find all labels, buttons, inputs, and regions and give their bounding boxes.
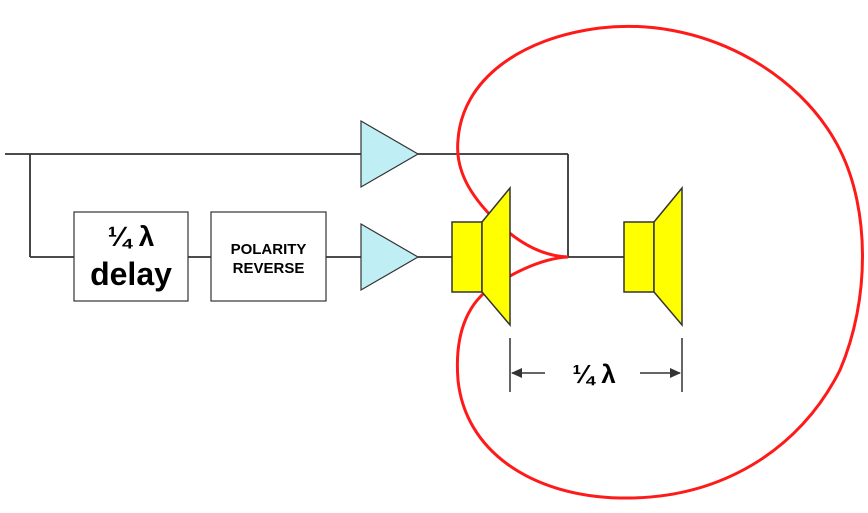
polarity-reverse-box	[210, 211, 327, 302]
reverse-label: REVERSE	[233, 260, 305, 277]
front-speaker-magnet	[623, 221, 655, 293]
polarity-label: POLARITY	[231, 241, 307, 258]
signal-wiring	[5, 153, 624, 258]
front-speaker-cone	[653, 185, 683, 328]
front-speaker	[623, 185, 683, 328]
rear-speaker-cone	[481, 185, 511, 328]
cardioid-polar-pattern	[455, 24, 864, 500]
spacing-label: ¼ λ	[572, 359, 616, 389]
spacing-dimension	[509, 338, 683, 392]
delay-block: ¼ λ delay	[73, 211, 189, 302]
dimension-left-arrowhead	[511, 368, 522, 378]
rear-speaker-magnet	[451, 221, 483, 293]
rear-speaker	[451, 185, 511, 328]
delay-word-label: delay	[90, 256, 172, 292]
polarity-reverse-block: POLARITY REVERSE	[210, 211, 327, 302]
delay-box	[73, 211, 189, 302]
dimension-right-arrowhead	[670, 368, 681, 378]
delay-fraction-label: ¼ λ	[108, 221, 155, 252]
bottom-amplifier-triangle	[360, 222, 420, 292]
top-amplifier-triangle	[360, 119, 420, 189]
